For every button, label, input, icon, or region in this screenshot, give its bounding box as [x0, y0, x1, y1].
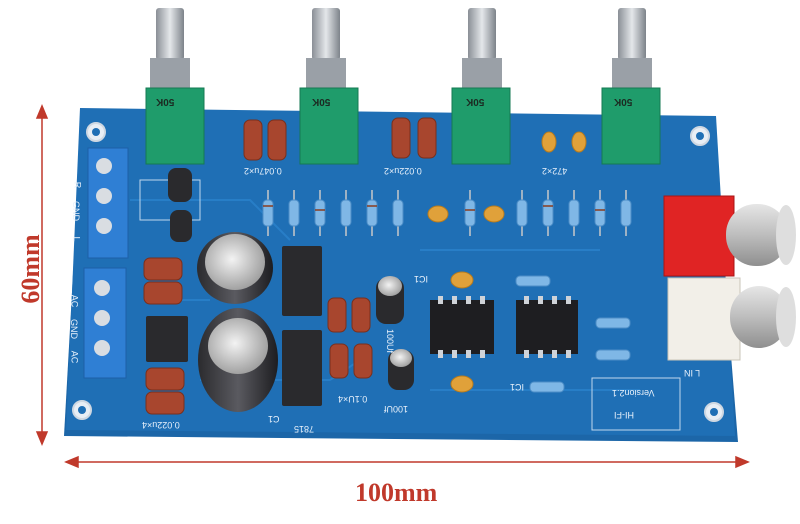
dimension-vertical — [35, 104, 49, 446]
film-capacitors — [143, 117, 437, 415]
silk-ac-gnd: GND — [69, 319, 79, 339]
op-amp-ics — [430, 296, 578, 358]
silk-cap-bottom: 0.1U×4 — [338, 394, 368, 404]
silk-cap-100u: 100Uf — [384, 404, 409, 414]
potentiometer-4 — [601, 8, 661, 165]
silk-in-label: L IN — [684, 368, 701, 378]
silk-version: Version2.1 — [612, 388, 655, 398]
potentiometers — [145, 8, 661, 165]
pot-label-1: 50K — [156, 96, 175, 107]
height-dimension-label: 60mm — [16, 234, 45, 304]
silk-ic1-b: IC1 — [510, 382, 525, 392]
silk-cap-top-mid: 0.022u×2 — [384, 166, 422, 176]
ceramic-capacitors — [427, 131, 587, 393]
silk-input-r: R — [72, 181, 83, 189]
silk-regulator: 7815 — [294, 424, 315, 434]
silk-ic1-a: IC1 — [414, 274, 429, 284]
silk-c1: C1 — [268, 414, 280, 424]
rca-jack-red — [663, 195, 796, 277]
silk-cap-top-right: 472×2 — [542, 166, 568, 176]
voltage-regulators — [146, 246, 322, 406]
terminal-block-power — [83, 267, 127, 379]
pot-label-3: 50K — [466, 96, 485, 107]
rca-jack-white — [667, 277, 796, 361]
silk-bottom-left: 0.022u×4 — [142, 420, 180, 430]
silk-input-gnd: GND — [71, 201, 81, 221]
width-dimension-label: 100mm — [355, 478, 438, 507]
silk-cap-mid: 100Uf — [385, 328, 396, 354]
dimension-horizontal — [64, 455, 750, 469]
potentiometer-1 — [145, 8, 205, 165]
silk-hifi: HI-FI — [614, 410, 634, 420]
silk-ac-2: AC — [69, 350, 80, 364]
resistors — [262, 190, 632, 393]
electrolytic-capacitors — [168, 168, 414, 412]
pot-label-2: 50K — [312, 96, 331, 107]
terminal-block-input — [87, 147, 129, 259]
silk-input-l: L — [71, 236, 82, 242]
silk-ac-1: AC — [69, 294, 80, 308]
potentiometer-2 — [299, 8, 359, 165]
pot-label-4: 50K — [614, 96, 633, 107]
potentiometer-3 — [451, 8, 511, 165]
silk-cap-top-left: 0.047u×2 — [244, 166, 282, 176]
